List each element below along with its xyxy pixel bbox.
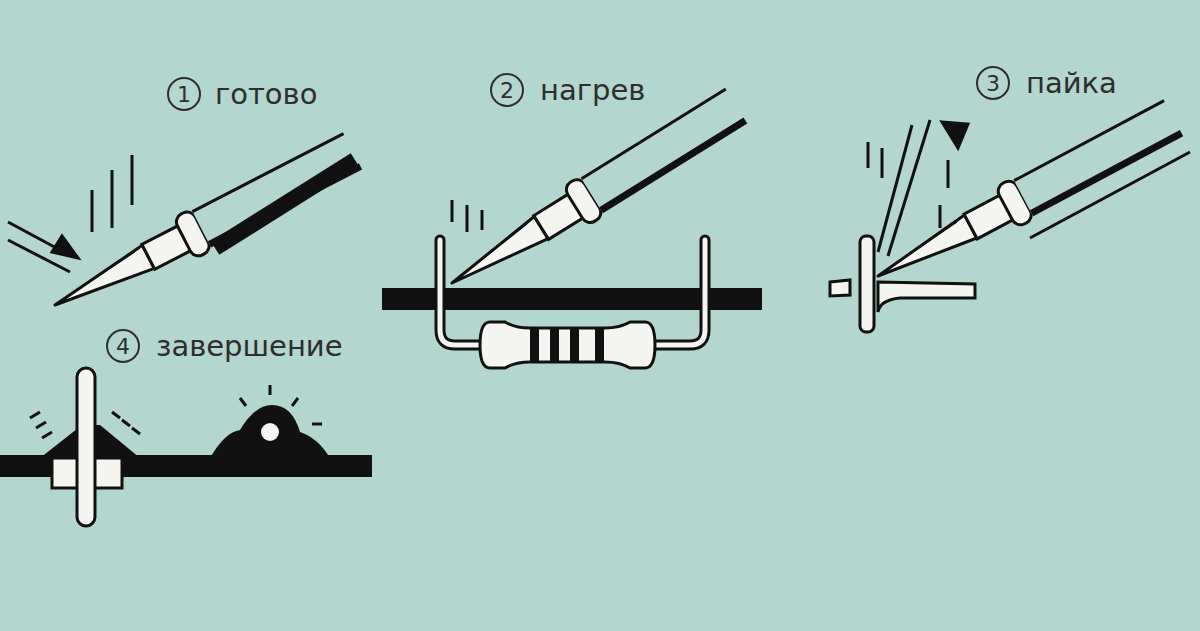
good-joint — [0, 368, 372, 526]
heat-marks — [452, 200, 482, 232]
soldering-iron — [867, 98, 1190, 296]
callout-number: 1 — [177, 84, 191, 106]
board-side-view — [830, 236, 975, 332]
shine-marks — [30, 385, 322, 438]
callout-number: 3 — [986, 73, 1000, 95]
callout-number: 4 — [116, 336, 130, 358]
step-label: пайка — [1026, 69, 1117, 98]
iron-handle — [215, 160, 355, 248]
bad-joint — [210, 405, 330, 458]
soldering-iron — [44, 131, 363, 326]
step-label: нагрев — [540, 76, 645, 105]
number-circles — [107, 67, 1009, 362]
step-label: завершение — [156, 332, 343, 361]
step-label: готово — [215, 80, 317, 109]
tip-wipe-arrow — [8, 155, 132, 272]
component-lead — [860, 236, 874, 332]
callout-number: 2 — [500, 80, 514, 102]
soldering-iron — [440, 86, 749, 302]
